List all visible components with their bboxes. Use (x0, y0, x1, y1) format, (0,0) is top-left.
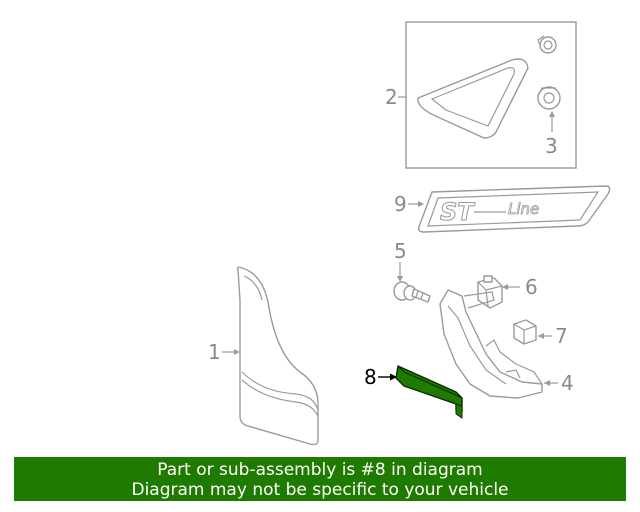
part-8-highlighted[interactable] (395, 365, 463, 419)
part-1-mud-flap[interactable] (236, 266, 319, 446)
part-3-clip[interactable] (537, 86, 561, 110)
part-6-clip[interactable] (477, 275, 503, 309)
callout-2: 2 (385, 85, 398, 109)
svg-text:Line: Line (508, 200, 539, 218)
banner-line-1: Part or sub-assembly is #8 in diagram (157, 460, 483, 480)
callout-7: 7 (555, 324, 568, 348)
callout-1: 1 (208, 340, 221, 364)
callout-5: 5 (394, 239, 407, 263)
callout-9: 9 (394, 192, 407, 216)
badge-lettering: ST (440, 198, 475, 226)
clip-upper (537, 35, 557, 54)
part-7-clip[interactable] (513, 319, 537, 345)
part-9-badge[interactable]: ST Line (417, 185, 611, 233)
banner-line-2: Diagram may not be specific to your vehi… (131, 480, 509, 500)
callout-4: 4 (561, 371, 574, 395)
callout-3: 3 (545, 134, 558, 158)
info-banner: Part or sub-assembly is #8 in diagram Di… (14, 457, 626, 501)
inset-box: 3 2 (385, 21, 577, 169)
part-5-screw[interactable] (393, 281, 431, 303)
callout-6: 6 (525, 275, 538, 299)
part-4-bracket[interactable] (439, 289, 543, 399)
part-2-quarter-molding[interactable] (417, 58, 529, 139)
callout-8: 8 (364, 365, 377, 389)
